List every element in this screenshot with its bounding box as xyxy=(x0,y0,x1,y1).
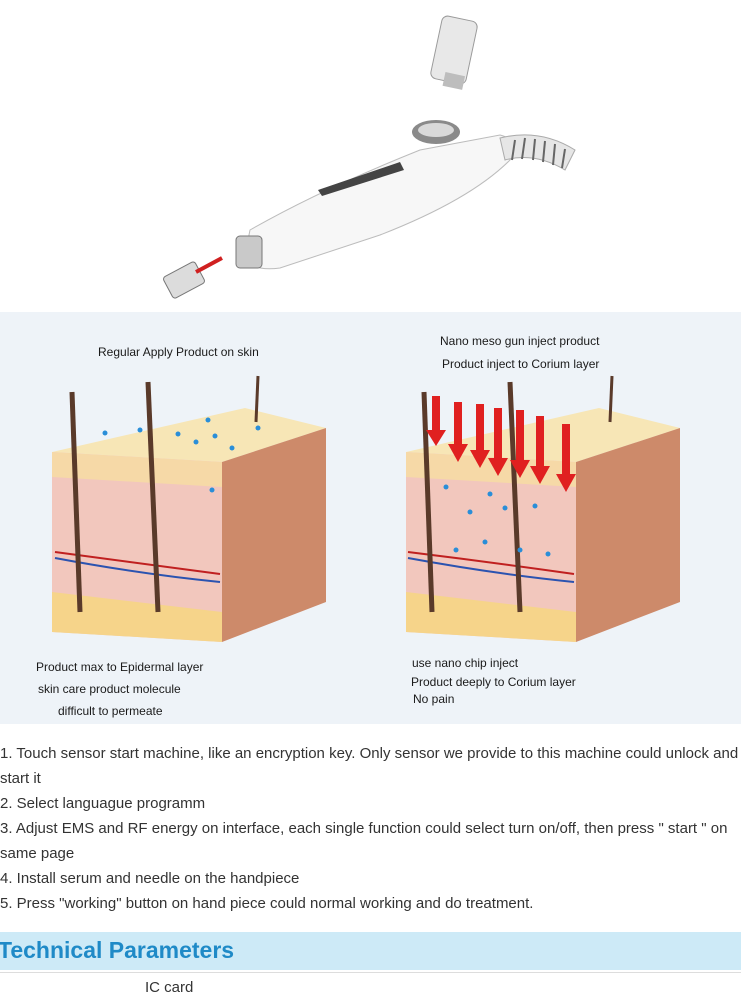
step-2: 2. Select languague programm xyxy=(0,795,206,812)
step-3: 3. Adjust EMS and RF energy on interface… xyxy=(0,820,728,862)
right-note-2: Product deeply to Corium layer xyxy=(411,675,576,689)
left-skin-block xyxy=(52,375,326,642)
parameter-table xyxy=(0,972,741,992)
left-serum-dots xyxy=(102,417,261,493)
left-caption: Regular Apply Product on skin xyxy=(98,345,259,359)
right-caption-2: Product inject to Corium layer xyxy=(442,357,600,371)
right-note-3: No pain xyxy=(413,692,455,706)
product-image xyxy=(0,0,741,312)
section-title: Technical Parameters xyxy=(0,937,235,963)
section-header-bar: Technical Parameters xyxy=(0,932,741,970)
instruction-steps: 1. Touch sensor start machine, like an e… xyxy=(0,741,741,916)
left-note-3: difficult to permeate xyxy=(58,704,163,718)
needle-cartridge-icon xyxy=(163,256,223,299)
red-injection-arrows xyxy=(426,396,576,492)
step-4: 4. Install serum and needle on the handp… xyxy=(0,870,300,887)
cartridge-cap-icon xyxy=(430,15,478,90)
skin-comparison-diagram: Regular Apply Product on skin Nano meso … xyxy=(0,312,741,724)
right-serum-dots xyxy=(443,484,551,557)
right-skin-block xyxy=(406,375,680,642)
left-note-2: skin care product molecule xyxy=(38,682,181,696)
nano-meso-gun-illustration xyxy=(163,15,576,299)
right-caption-1: Nano meso gun inject product xyxy=(440,334,600,348)
table-first-cell: IC card xyxy=(145,979,194,996)
step-1: 1. Touch sensor start machine, like an e… xyxy=(0,745,739,787)
right-note-1: use nano chip inject xyxy=(412,656,519,670)
step-5: 5. Press "working" button on hand piece … xyxy=(0,895,534,912)
skin-layer-illustration xyxy=(52,375,680,642)
left-note-1: Product max to Epidermal layer xyxy=(36,660,204,674)
